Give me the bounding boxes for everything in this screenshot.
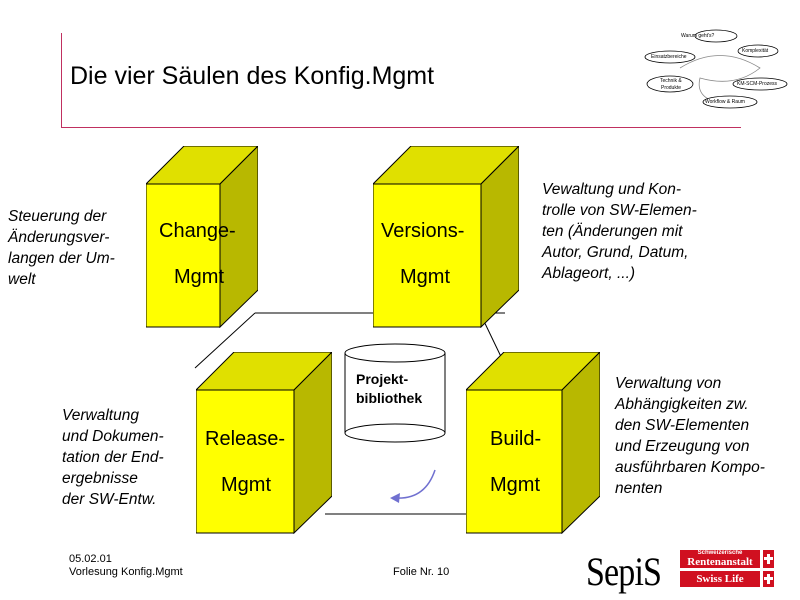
title-vertical-rule (61, 33, 62, 128)
cube-build (466, 352, 600, 534)
left-text-release-line: Verwaltung (62, 407, 139, 424)
cube-change (146, 146, 258, 328)
footer-course: Vorlesung Konfig.Mgmt (69, 566, 183, 578)
swisslife-text: Swiss Life (696, 573, 744, 585)
cube-change-label-2: Mgmt (174, 266, 224, 288)
library-label-2: bibliothek (356, 390, 423, 406)
swisslife-logo: Swiss Life (680, 571, 760, 587)
library-label-1: Projekt- (356, 371, 409, 387)
rentenanstalt-text: Rentenanstalt (687, 556, 753, 568)
right-text-versions: Vewaltung und Kon- trolle von SW-Elemen-… (542, 179, 697, 284)
mini-node-workflow: Workflow & Raum (705, 99, 745, 105)
mini-node-kms: KM-SCM-Prozess (737, 81, 778, 87)
mini-overview-diagram (644, 29, 788, 109)
cube-build-label-1: Build- (490, 428, 542, 450)
mini-node-komplexitaet: Komplexität (742, 48, 769, 54)
mini-node-technik-1: Technik & (660, 78, 682, 84)
left-text-change-line: Änderungsver- (8, 229, 110, 246)
cube-release-label-2: Mgmt (221, 474, 271, 496)
left-text-release-line: der SW-Entw. (62, 491, 157, 508)
footer-folie: Folie Nr. 10 (393, 566, 450, 578)
left-text-change-line: Steuerung der (8, 208, 107, 225)
mini-node-einsatzbereiche: Einsatzbereiche (651, 54, 687, 60)
right-text-build-line: ausführbaren Kompo- (615, 459, 765, 476)
right-text-versions-line: Autor, Grund, Datum, (542, 244, 689, 261)
left-text-change-line: welt (8, 271, 36, 288)
left-text-change-line: langen der Um- (8, 250, 115, 267)
right-text-build: Verwaltung von Abhängigkeiten zw. den SW… (615, 373, 765, 499)
cube-change-label-1: Change- (159, 220, 236, 242)
footer-date: 05.02.01 (69, 553, 112, 565)
left-text-release-line: und Dokumen- (62, 428, 164, 445)
right-text-versions-line: trolle von SW-Elemen- (542, 202, 697, 219)
mini-node-top: Warum geht's? (681, 33, 715, 39)
cycle-arrow (394, 469, 436, 499)
right-text-versions-line: ten (Änderungen mit (542, 223, 683, 240)
cube-release-label-1: Release- (205, 428, 286, 450)
sepis-logo: SepiS (586, 549, 662, 594)
title-horizontal-rule (61, 127, 741, 128)
cube-release (196, 352, 332, 534)
slide-title: Die vier Säulen des Konfig.Mgmt (70, 62, 435, 90)
mini-node-technik-2: Produkte (661, 85, 682, 91)
left-text-release-line: ergebnisse (62, 470, 138, 487)
cube-versions-label-2: Mgmt (400, 266, 450, 288)
left-text-release: Verwaltung und Dokumen- tation der End- … (62, 405, 164, 510)
right-text-build-line: und Erzeugung von (615, 438, 750, 455)
right-text-versions-line: Ablageort, ...) (542, 265, 636, 282)
left-text-change: Steuerung der Änderungsver- langen der U… (8, 206, 115, 290)
rentenanstalt-logo: Schweizerische Rentenanstalt (680, 550, 760, 568)
right-text-build-line: nenten (615, 480, 663, 497)
right-text-build-line: Abhängigkeiten zw. (615, 396, 749, 413)
cube-build-label-2: Mgmt (490, 474, 540, 496)
rentenanstalt-small: Schweizerische (697, 550, 743, 556)
cube-versions-label-1: Versions- (381, 220, 465, 242)
rentenanstalt-cross-icon (763, 550, 774, 568)
cube-versions (373, 146, 519, 328)
library-label: Projekt- bibliothek (356, 370, 422, 408)
swisslife-cross-icon (763, 571, 774, 587)
project-library-cylinder (344, 343, 446, 443)
right-text-build-line: den SW-Elementen (615, 417, 750, 434)
left-text-release-line: tation der End- (62, 449, 164, 466)
right-text-versions-line: Vewaltung und Kon- (542, 181, 682, 198)
right-text-build-line: Verwaltung von (615, 375, 722, 392)
